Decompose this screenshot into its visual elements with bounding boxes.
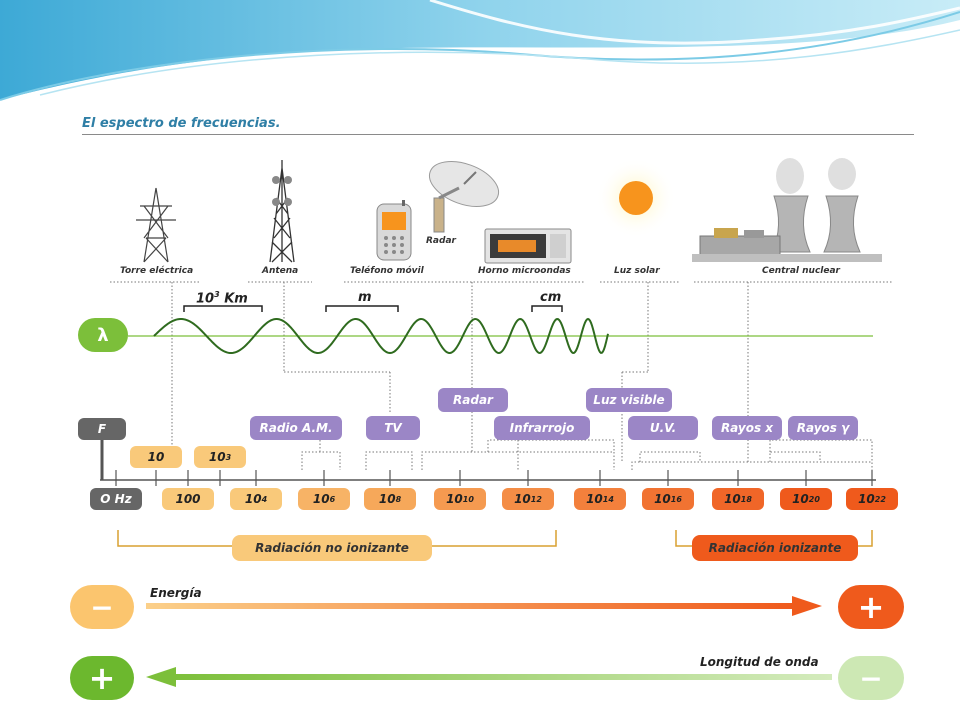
tick-base: 10 <box>244 492 262 506</box>
frequency-tick-label: 10 12 <box>502 488 554 510</box>
power-tower-icon <box>136 187 176 263</box>
tick-exponent: 6 <box>329 494 336 504</box>
microwave-icon <box>484 228 572 264</box>
band-tv: TV <box>366 416 420 440</box>
tick-exponent: 14 <box>602 494 614 504</box>
frequency-tick-label: O Hz <box>90 488 142 510</box>
frequency-symbol: F <box>97 422 107 436</box>
frequency-symbol-badge: F <box>78 418 126 440</box>
source-label-central: Central nuclear <box>762 266 840 276</box>
band-radar: Radar <box>438 388 508 412</box>
energy-plus-icon: + <box>838 585 904 629</box>
tick-base: 10 <box>446 492 463 506</box>
page-title: El espectro de frecuencias. <box>82 116 281 131</box>
nuclear-plant-icon <box>692 158 882 262</box>
tick-base: 10 <box>147 450 165 464</box>
tick-exponent: 12 <box>530 494 542 504</box>
non-ionizing-radiation-label: Radiación no ionizante <box>232 535 432 561</box>
tick-base: 10 <box>208 450 226 464</box>
frequency-tick-label: 10 18 <box>712 488 764 510</box>
tick-base: 10 <box>858 492 875 506</box>
frequency-tick-label: 10 20 <box>780 488 832 510</box>
mobile-phone-icon <box>376 200 412 261</box>
title-rule <box>82 134 914 135</box>
band-radio-am: Radio A.M. <box>250 416 342 440</box>
header-swoosh <box>0 0 960 101</box>
tick-base: 10 <box>378 492 396 506</box>
wavelength-plus-icon: + <box>70 656 134 700</box>
energy-label: Energía <box>150 586 202 600</box>
tick-exponent: 10 <box>462 494 474 504</box>
ionizing-radiation-label: Radiación ionizante <box>692 535 858 561</box>
tick-base: O Hz <box>100 492 132 506</box>
wavelength-scale-cm: cm <box>540 290 562 305</box>
wavelength-axis-label: Longitud de onda <box>700 655 819 669</box>
band-uv: U.V. <box>628 416 698 440</box>
tick-exponent: 16 <box>670 494 682 504</box>
tick-exponent: 18 <box>740 494 752 504</box>
source-label-luz: Luz solar <box>614 266 660 276</box>
antenna-icon <box>269 160 295 263</box>
tick-exponent: 3 <box>225 452 232 462</box>
sun-icon <box>596 160 676 238</box>
frequency-tick-label: 10 4 <box>230 488 282 510</box>
source-label-torre: Torre eléctrica <box>120 266 194 276</box>
energy-minus-icon: − <box>70 585 134 629</box>
tick-exponent: 20 <box>808 494 820 504</box>
tick-base: 100 <box>175 492 201 506</box>
source-label-antena: Antena <box>262 266 299 276</box>
band-infrarrojo: Infrarrojo <box>494 416 590 440</box>
frequency-tick-label: 10 6 <box>298 488 350 510</box>
frequency-tick-label: 10 3 <box>194 446 246 468</box>
radar-dish-icon <box>428 161 500 233</box>
frequency-tick-label: 10 22 <box>846 488 898 510</box>
wavelength-scale-m: m <box>358 290 372 305</box>
frequency-tick-label: 10 10 <box>434 488 486 510</box>
frequency-tick-label: 10 <box>130 446 182 468</box>
source-label-telefono: Teléfono móvil <box>350 266 424 276</box>
band-rayos-x: Rayos x <box>712 416 782 440</box>
tick-exponent: 4 <box>261 494 268 504</box>
frequency-tick-label: 10 14 <box>574 488 626 510</box>
wavelength-scale-km: 103 Km <box>196 290 248 307</box>
tick-base: 10 <box>792 492 809 506</box>
source-label-radar: Radar <box>426 236 456 246</box>
tick-exponent: 22 <box>874 494 886 504</box>
frequency-tick-label: 10 16 <box>642 488 694 510</box>
wavelength-symbol-badge: λ <box>78 318 128 352</box>
source-label-horno: Horno microondas <box>478 266 571 276</box>
tick-base: 10 <box>514 492 531 506</box>
tick-base: 10 <box>586 492 603 506</box>
frequency-tick-label: 10 8 <box>364 488 416 510</box>
wave-graphic <box>128 305 873 355</box>
tick-base: 10 <box>724 492 741 506</box>
band-luz-visible: Luz visible <box>586 388 672 412</box>
tick-base: 10 <box>312 492 330 506</box>
frequency-tick-label: 100 <box>162 488 214 510</box>
tick-base: 10 <box>654 492 671 506</box>
wavelength-minus-icon: − <box>838 656 904 700</box>
tick-exponent: 8 <box>395 494 402 504</box>
wavelength-symbol: λ <box>97 324 109 346</box>
band-rayos-gamma: Rayos γ <box>788 416 858 440</box>
